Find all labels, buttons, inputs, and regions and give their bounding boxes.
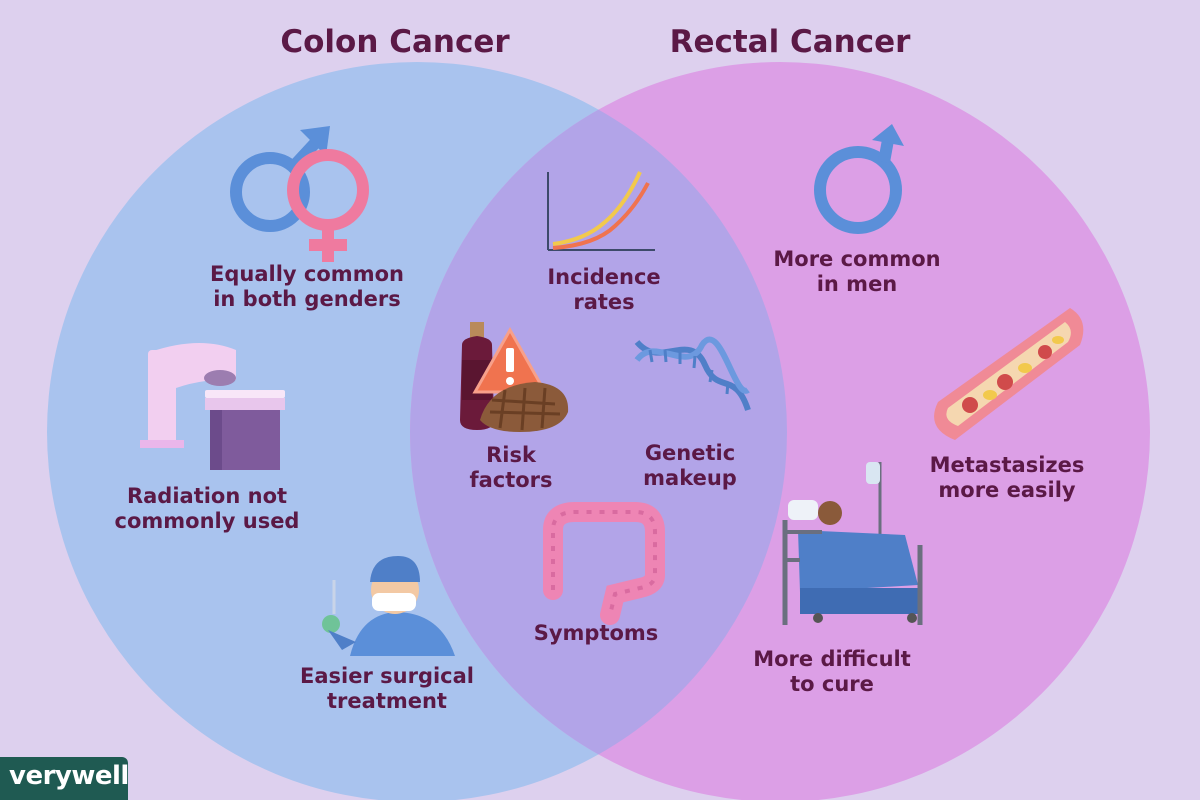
colon-cancer-title: Colon Cancer [280,24,510,60]
hospital-bed-icon [782,462,923,625]
dna-icon [634,336,751,411]
rectal-cancer-title: Rectal Cancer [669,24,911,60]
line-chart-icon [547,171,655,251]
radiation-machine-icon [140,342,285,470]
label-metastasizes: Metastasizes more easily [929,453,1085,502]
logo-text: verywell [9,761,129,791]
label-surgery: Easier surgical treatment [300,664,474,713]
wine-steak-warning-icon [460,322,569,432]
label-incidence-rates: Incidence rates [547,265,661,314]
surgeon-icon [322,556,455,656]
label-risk-factors: Risk factors [469,443,553,492]
label-radiation: Radiation not commonly used [114,484,300,533]
verywell-logo: verywell [0,757,129,800]
label-difficult-cure: More difficult to cure [753,647,911,696]
male-symbol-icon [230,126,330,232]
blood-vessel-icon [934,308,1084,440]
female-symbol-icon [287,149,369,262]
label-genetic-makeup: Genetic makeup [643,441,737,490]
male-symbol-men-icon [814,124,904,234]
label-equally-common: Equally common in both genders [210,262,404,311]
label-symptoms: Symptoms [533,621,659,645]
colon-icon [543,502,665,625]
overlap-region [410,62,787,800]
label-more-common-men: More common in men [773,247,941,296]
